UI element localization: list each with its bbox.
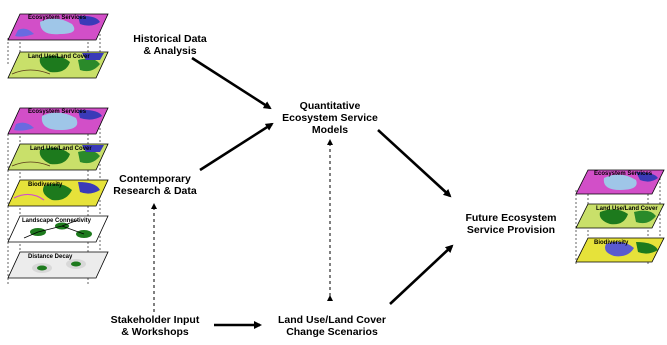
layer-label: Distance Decay	[28, 254, 73, 260]
layer-label: Landscape Connectivity	[22, 218, 92, 224]
node-line: Future Ecosystem	[465, 212, 557, 224]
node-land-use-change: Land Use/Land Cover Change Scenarios	[262, 314, 402, 338]
future-map-stack: Ecosystem Services Land Use/Land Cover B…	[575, 169, 665, 264]
layer-label: Biodiversity	[28, 182, 63, 188]
node-quantitative-models: Quantitative Ecosystem Service Models	[266, 100, 394, 136]
layer-distance-decay: Distance Decay	[7, 251, 109, 279]
layer-label: Ecosystem Services	[594, 171, 653, 177]
layer-label: Land Use/Land Cover	[30, 146, 92, 152]
layer-ecosystem-services: Ecosystem Services	[7, 13, 109, 41]
node-line: Historical Data	[133, 33, 207, 45]
node-line: Stakeholder Input	[110, 314, 200, 326]
node-line: Research & Data	[113, 185, 197, 197]
arrow-landuse-to-future	[389, 244, 454, 305]
layer-land-use: Land Use/Land Cover	[7, 143, 109, 171]
layer-ecosystem-services: Ecosystem Services	[7, 107, 109, 135]
layer-land-use: Land Use/Land Cover	[7, 51, 109, 79]
historical-map-stack: Ecosystem Services Land Use/Land Cover	[7, 13, 109, 79]
node-line: Contemporary	[119, 173, 191, 185]
layer-label: Land Use/Land Cover	[28, 54, 90, 60]
layer-biodiversity: Biodiversity	[7, 179, 109, 207]
arrow-models-to-future	[377, 129, 452, 198]
layer-label: Ecosystem Services	[28, 15, 87, 21]
node-line: Models	[311, 124, 349, 136]
layer-label: Land Use/Land Cover	[596, 206, 658, 212]
layer-landscape-connectivity: Landscape Connectivity	[7, 215, 109, 243]
layer-ecosystem-services: Ecosystem Services	[575, 169, 665, 195]
contemporary-map-stack: Ecosystem Services Land Use/Land Cover B…	[7, 107, 109, 286]
layer-label: Ecosystem Services	[28, 109, 87, 115]
node-historical-data: Historical Data & Analysis	[110, 33, 230, 57]
node-line: Ecosystem Service	[282, 112, 378, 124]
node-contemporary-research: Contemporary Research & Data	[100, 173, 210, 197]
node-line: Change Scenarios	[286, 326, 378, 338]
node-line: Land Use/Land Cover	[278, 314, 386, 326]
layer-biodiversity: Biodiversity	[575, 237, 665, 263]
layer-label: Biodiversity	[594, 240, 629, 246]
arrow-historical-to-models	[191, 56, 272, 110]
node-stakeholder-input: Stakeholder Input & Workshops	[96, 314, 214, 338]
node-line: Service Provision	[466, 224, 556, 236]
arrow-contemporary-to-models	[199, 122, 274, 172]
node-line: & Workshops	[121, 326, 189, 338]
layer-land-use: Land Use/Land Cover	[575, 203, 665, 229]
node-line: Quantitative	[299, 100, 361, 112]
node-future-provision: Future Ecosystem Service Provision	[452, 212, 570, 236]
node-line: & Analysis	[143, 45, 197, 57]
